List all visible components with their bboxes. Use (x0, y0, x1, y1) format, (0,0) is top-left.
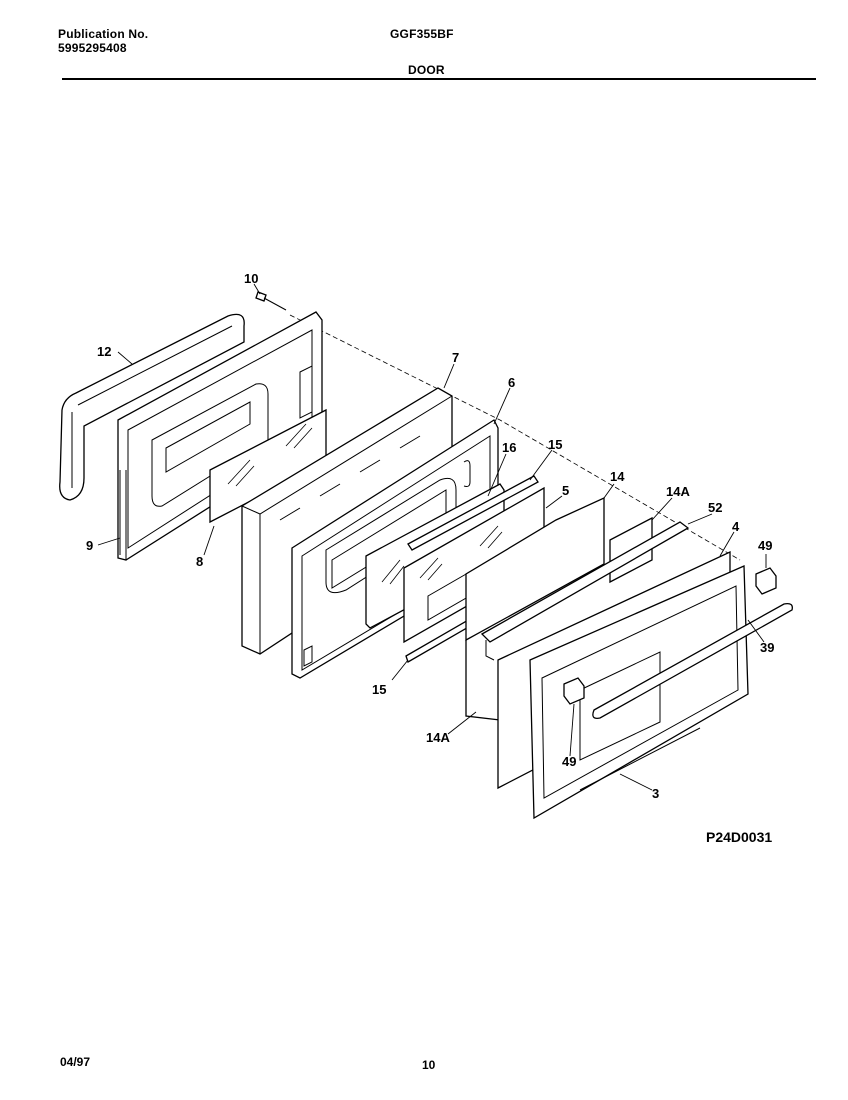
part-heat-shield (465, 496, 605, 721)
leader-lines (97, 283, 767, 791)
part-door-gasket (59, 313, 245, 501)
callout-9: 9 (86, 538, 93, 553)
callout-7: 7 (452, 350, 459, 365)
part-glass-channel-top (407, 475, 539, 551)
page-number: 10 (422, 1058, 436, 1072)
callout-12: 12 (97, 344, 111, 359)
part-handle-cap-left (563, 677, 585, 705)
callout-15-bottom: 15 (372, 682, 386, 697)
callout-8: 8 (196, 554, 203, 569)
part-door-handle (592, 602, 793, 719)
alignment-axis (289, 314, 741, 561)
publication-number: 5995295408 (58, 41, 127, 55)
part-screw (255, 291, 287, 311)
callout-5: 5 (562, 483, 569, 498)
publication-label: Publication No. (58, 27, 149, 41)
callout-3: 3 (652, 786, 659, 801)
callout-6: 6 (508, 375, 515, 390)
drawing-id: P24D0031 (706, 829, 773, 845)
callout-39: 39 (760, 640, 774, 655)
callout-10: 10 (244, 271, 258, 286)
part-bracket (480, 521, 690, 661)
callout-14: 14 (610, 469, 625, 484)
header-rule (62, 78, 816, 80)
model-number: GGF355BF (390, 27, 454, 41)
footer-date: 04/97 (60, 1055, 91, 1069)
part-handle-cap-right (755, 567, 777, 595)
callout-15-top: 15 (548, 437, 562, 452)
section-title: DOOR (408, 63, 445, 77)
callout-14a-top: 14A (666, 484, 690, 499)
callout-49-right: 49 (758, 538, 772, 553)
callout-52: 52 (708, 500, 722, 515)
callout-4: 4 (732, 519, 740, 534)
callout-14a-bottom: 14A (426, 730, 450, 745)
callout-49-bottom: 49 (562, 754, 576, 769)
callout-16: 16 (502, 440, 516, 455)
